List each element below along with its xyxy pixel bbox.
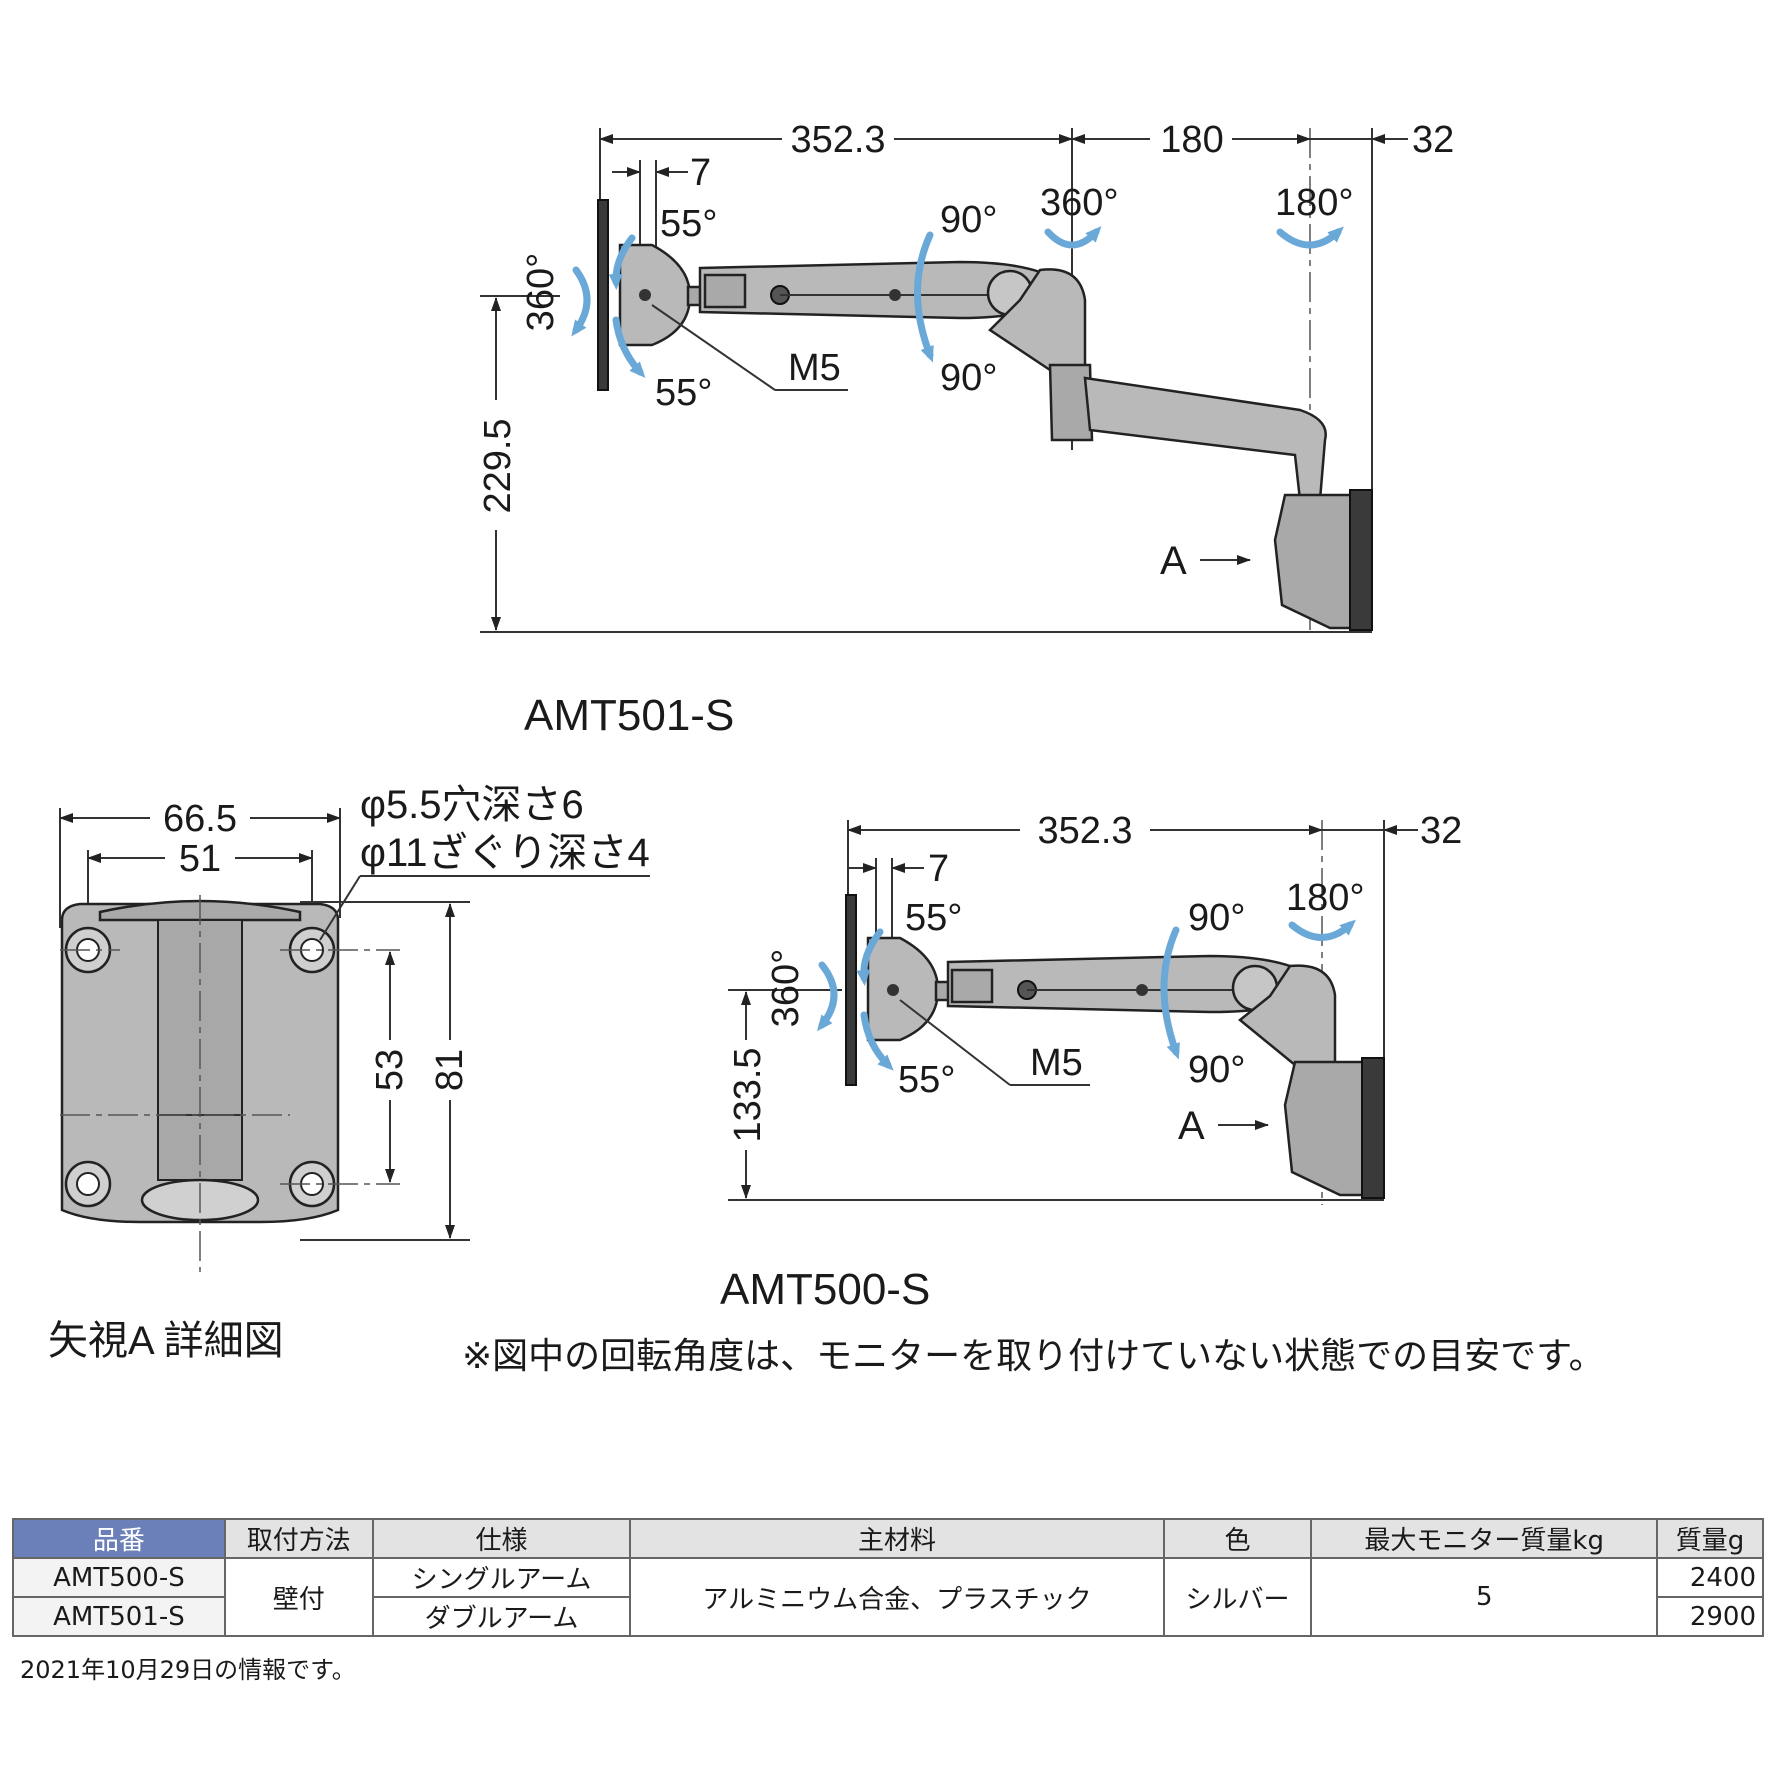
amt501-angle-tilt-up: 55° — [660, 203, 717, 245]
amt500-angle-tilt-down: 55° — [898, 1059, 955, 1101]
detail-hole-note-2: φ11ざぐり深さ4 — [360, 831, 650, 875]
cell-mass: 2900 — [1655, 1596, 1765, 1637]
amt500-drawing: 352.3 32 7 133.5 A — [720, 810, 1462, 1314]
amt501-dim-total: 352.3 — [790, 119, 885, 161]
detail-dim-width: 66.5 — [163, 798, 237, 840]
amt501-dim-offset: 7 — [690, 152, 711, 194]
amt500-dim-offset: 7 — [928, 848, 949, 890]
header-mass: 質量g — [1655, 1518, 1765, 1559]
detail-dim-pitch-h: 53 — [369, 1049, 411, 1091]
rotation-note: ※図中の回転角度は、モニターを取り付けていない状態での目安です。 — [462, 1336, 1605, 1377]
amt500-dim-total: 352.3 — [1037, 810, 1132, 852]
header-spec: 仕様 — [371, 1518, 632, 1559]
amt500-dim-end: 32 — [1420, 810, 1462, 852]
technical-drawing: 352.3 180 32 7 229.5 — [48, 119, 1605, 1377]
amt501-screw-label: M5 — [788, 347, 841, 389]
table-row: AMT500-S 壁付 シングルアーム アルミニウム合金、プラスチック シルバー… — [12, 1557, 1765, 1637]
amt500-angle-tilt-up: 55° — [905, 897, 962, 939]
amt501-dim-height: 229.5 — [477, 418, 519, 513]
cell-spec: シングルアーム — [371, 1557, 632, 1598]
amt501-dim-end: 32 — [1412, 119, 1454, 161]
detail-dim-height: 81 — [429, 1049, 471, 1091]
header-part-number: 品番 — [12, 1518, 226, 1559]
detail-hole-note-1: φ5.5穴深さ6 — [360, 783, 584, 827]
amt500-screw-label: M5 — [1030, 1042, 1083, 1084]
amt500-dim-height: 133.5 — [727, 1047, 769, 1142]
detail-view-a: 66.5 51 — [48, 783, 650, 1363]
amt501-angle-tilt-down: 55° — [655, 372, 712, 414]
info-date-footnote: 2021年10月29日の情報です。 — [20, 1656, 356, 1684]
cell-mount: 壁付 — [223, 1557, 374, 1637]
amt500-angle-rotate: 360° — [765, 949, 807, 1028]
amt501-model-label: AMT501-S — [524, 691, 734, 740]
cell-spec: ダブルアーム — [371, 1596, 632, 1637]
amt501-angle-rotate: 360° — [520, 253, 562, 332]
amt500-angle-swivel-base: 180° — [1286, 877, 1365, 919]
table-row: AMT501-S ダブルアーム 2900 — [12, 1596, 1765, 1637]
header-mount: 取付方法 — [223, 1518, 374, 1559]
spec-table: 品番 取付方法 仕様 主材料 色 最大モニター質量kg 質量g AMT500-S… — [12, 1518, 1765, 1637]
amt500-view-arrow: A — [1178, 1104, 1205, 1148]
amt501-angle-pivot-down: 90° — [940, 357, 997, 399]
cell-color: シルバー — [1162, 1557, 1313, 1637]
amt501-angle-swivel-base: 180° — [1275, 182, 1354, 224]
cell-part-number: AMT501-S — [12, 1596, 226, 1637]
table-header-row: 品番 取付方法 仕様 主材料 色 最大モニター質量kg 質量g — [12, 1518, 1765, 1559]
amt501-drawing: 352.3 180 32 7 229.5 — [477, 119, 1454, 740]
amt500-angle-pivot-up: 90° — [1188, 897, 1245, 939]
header-max-load: 最大モニター質量kg — [1310, 1518, 1658, 1559]
amt501-angle-swivel-mid: 360° — [1040, 182, 1119, 224]
header-material: 主材料 — [629, 1518, 1165, 1559]
detail-view-title: 矢視A 詳細図 — [48, 1319, 284, 1363]
mounting-hole-bl — [64, 1160, 112, 1208]
amt501-dim-second: 180 — [1160, 119, 1223, 161]
amt500-angle-pivot-down: 90° — [1188, 1049, 1245, 1091]
amt500-model-label: AMT500-S — [720, 1265, 930, 1314]
cell-max-load: 5 — [1310, 1557, 1658, 1637]
cell-material: アルミニウム合金、プラスチック — [629, 1557, 1165, 1637]
amt501-view-arrow: A — [1160, 539, 1187, 583]
amt501-angle-pivot-up: 90° — [940, 199, 997, 241]
detail-dim-pitch-w: 51 — [179, 838, 221, 880]
header-color: 色 — [1162, 1518, 1313, 1559]
cell-mass: 2400 — [1655, 1557, 1765, 1598]
cell-part-number: AMT500-S — [12, 1557, 226, 1598]
